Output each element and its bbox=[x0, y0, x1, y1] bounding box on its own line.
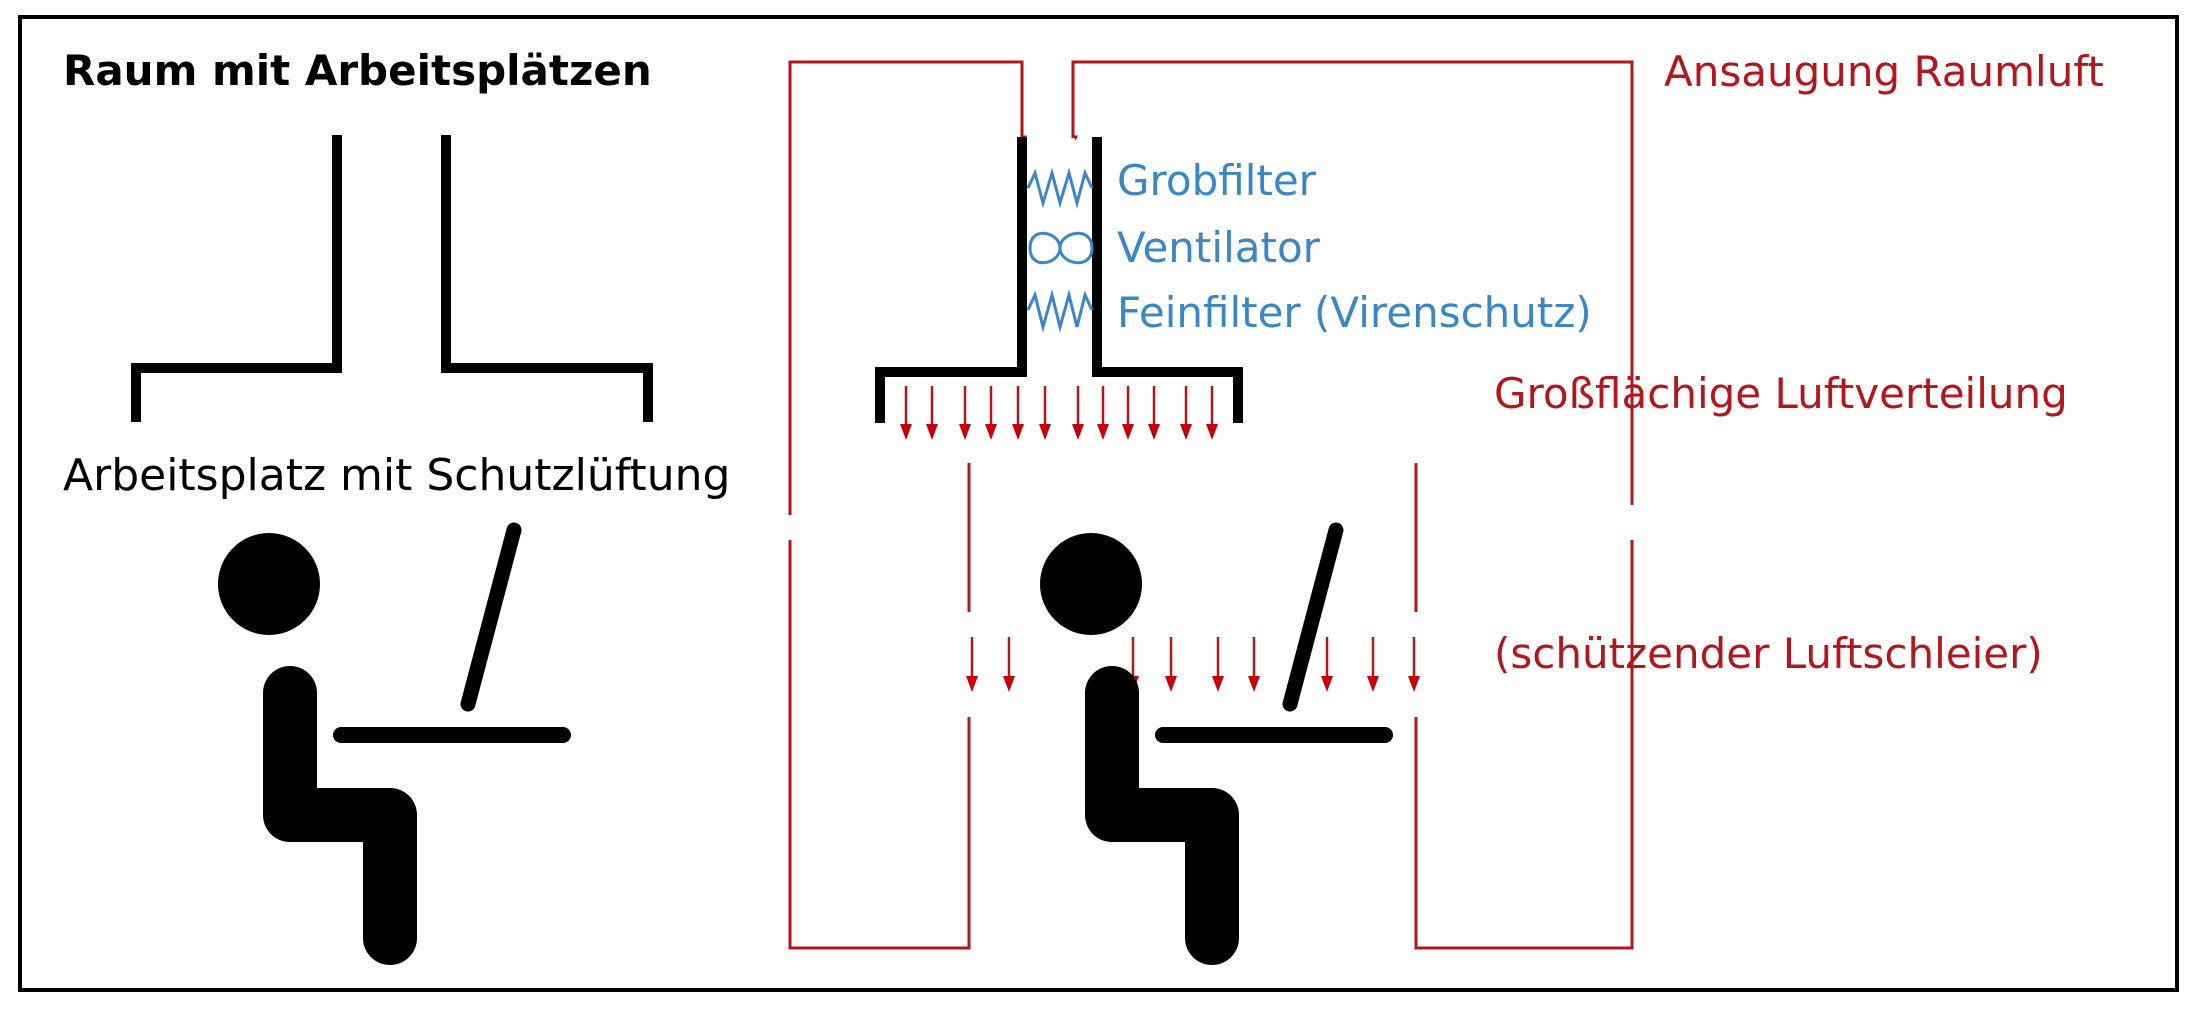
down-arrow-icon bbox=[966, 676, 978, 692]
down-arrow-icon bbox=[926, 424, 938, 440]
down-arrow-icon bbox=[1072, 424, 1084, 440]
coarse-filter-icon bbox=[1026, 167, 1094, 209]
intake-air-lines bbox=[788, 60, 1634, 950]
down-arrow-icon bbox=[1367, 676, 1379, 692]
left-duct bbox=[131, 135, 653, 422]
down-arrow-icon bbox=[1165, 676, 1177, 692]
distribution-label: Großflächige Luftverteilung bbox=[1494, 369, 2068, 418]
down-arrow-icon bbox=[1097, 424, 1109, 440]
down-arrow-icon bbox=[1212, 676, 1224, 692]
intake-label: Ansaugung Raumluft bbox=[1664, 47, 2104, 96]
fan-icon bbox=[1028, 231, 1094, 265]
fine-filter-label: Feinfilter (Virenschutz) bbox=[1117, 288, 1592, 337]
left-person-icon bbox=[218, 530, 563, 938]
down-arrow-icon bbox=[1248, 676, 1260, 692]
coarse-filter-label: Grobfilter bbox=[1117, 156, 1317, 205]
down-arrow-icon bbox=[1408, 676, 1420, 692]
down-arrow-icon bbox=[1003, 676, 1015, 692]
fine-filter-icon bbox=[1026, 289, 1094, 333]
down-arrow-icon bbox=[900, 424, 912, 440]
title: Raum mit Arbeitsplätzen bbox=[63, 46, 652, 95]
right-duct bbox=[875, 137, 1243, 423]
down-arrow-icon bbox=[985, 424, 997, 440]
distribution-arrows bbox=[900, 386, 1218, 440]
down-arrow-icon bbox=[1180, 424, 1192, 440]
down-arrow-icon bbox=[959, 424, 971, 440]
air-curtain-arrows bbox=[966, 637, 1420, 692]
left-caption: Arbeitsplatz mit Schutzlüftung bbox=[63, 450, 730, 501]
down-arrow-icon bbox=[1206, 424, 1218, 440]
right-person-icon bbox=[1040, 530, 1385, 938]
air-curtain-label: (schützender Luftschleier) bbox=[1494, 629, 2043, 678]
fan-label: Ventilator bbox=[1117, 223, 1321, 272]
down-arrow-icon bbox=[1321, 676, 1333, 692]
down-arrow-icon bbox=[1039, 424, 1051, 440]
down-arrow-icon bbox=[1122, 424, 1134, 440]
down-arrow-icon bbox=[1012, 424, 1024, 440]
outer-frame bbox=[18, 15, 2179, 992]
down-arrow-icon bbox=[1148, 424, 1160, 440]
